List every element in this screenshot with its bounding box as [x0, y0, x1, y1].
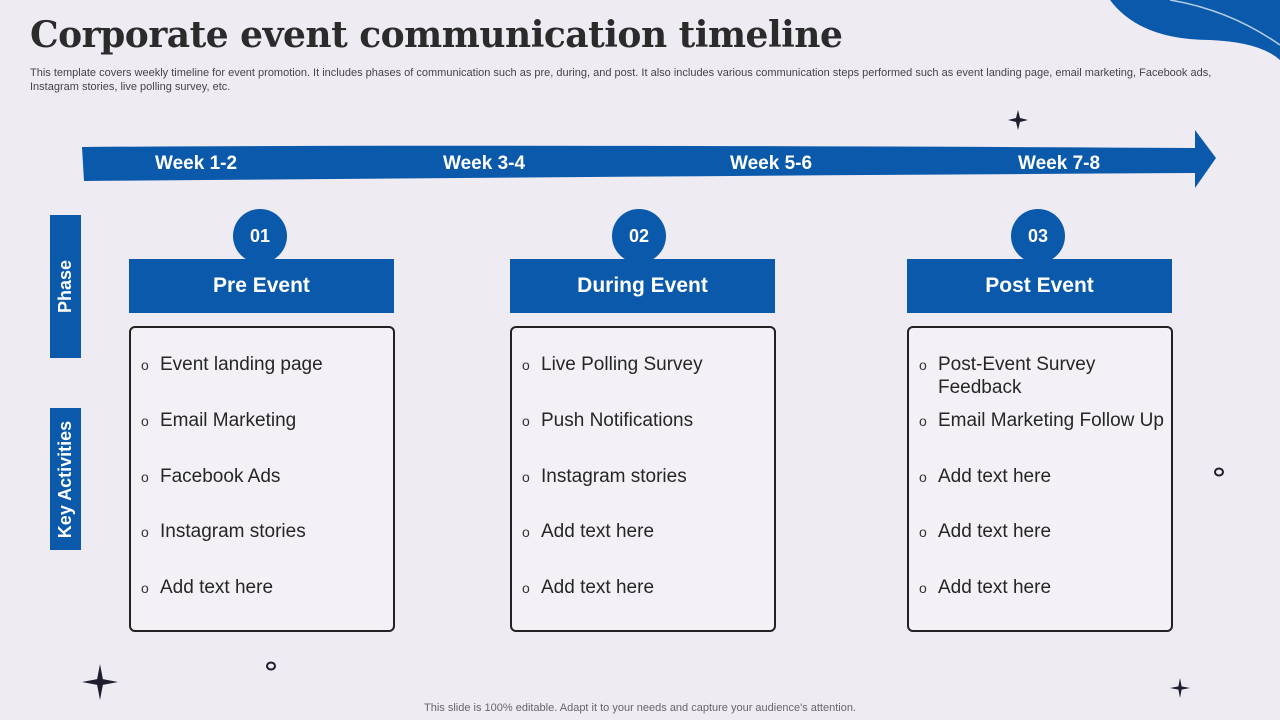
phase-number-badge: 03 — [1011, 209, 1065, 263]
bullet-icon: o — [919, 357, 927, 373]
bullet-icon: o — [919, 524, 927, 540]
phase-number-badge: 02 — [612, 209, 666, 263]
bullet-icon: o — [522, 357, 530, 373]
bullet-icon: o — [141, 580, 149, 596]
timeline-arrow — [82, 130, 1216, 188]
sparkle-icon — [1170, 678, 1190, 698]
bullet-icon: o — [522, 469, 530, 485]
small-circle-icon — [1214, 467, 1224, 477]
page-title: Corporate event communication timeline — [30, 14, 843, 56]
bullet-icon: o — [919, 413, 927, 429]
bullet-icon: o — [141, 469, 149, 485]
bullet-icon: o — [522, 580, 530, 596]
page-subtitle: This template covers weekly timeline for… — [30, 67, 1212, 93]
small-circle-icon — [266, 661, 276, 671]
phase-header-post-event: Post Event — [907, 259, 1172, 313]
sparkle-icon — [82, 664, 118, 700]
phase-number-badge: 01 — [233, 209, 287, 263]
bullet-icon: o — [141, 524, 149, 540]
footer-note: This slide is 100% editable. Adapt it to… — [424, 702, 856, 714]
bullet-icon: o — [141, 357, 149, 373]
sparkle-icon — [1008, 110, 1028, 130]
phase-header-during-event: During Event — [510, 259, 775, 313]
phase-side-label: Phase — [50, 215, 81, 358]
week-label: Week 5-6 — [730, 153, 813, 174]
bullet-icon: o — [919, 469, 927, 485]
bullet-icon: o — [919, 580, 927, 596]
week-label: Week 7-8 — [1018, 153, 1101, 174]
activities-side-label: Key Activities — [50, 408, 81, 550]
bullet-icon: o — [522, 524, 530, 540]
phase-header-pre-event: Pre Event — [129, 259, 394, 313]
bullet-icon: o — [522, 413, 530, 429]
corner-decoration — [1110, 0, 1280, 60]
week-label: Week 3-4 — [443, 153, 526, 174]
bullet-icon: o — [141, 413, 149, 429]
week-label: Week 1-2 — [155, 153, 238, 174]
